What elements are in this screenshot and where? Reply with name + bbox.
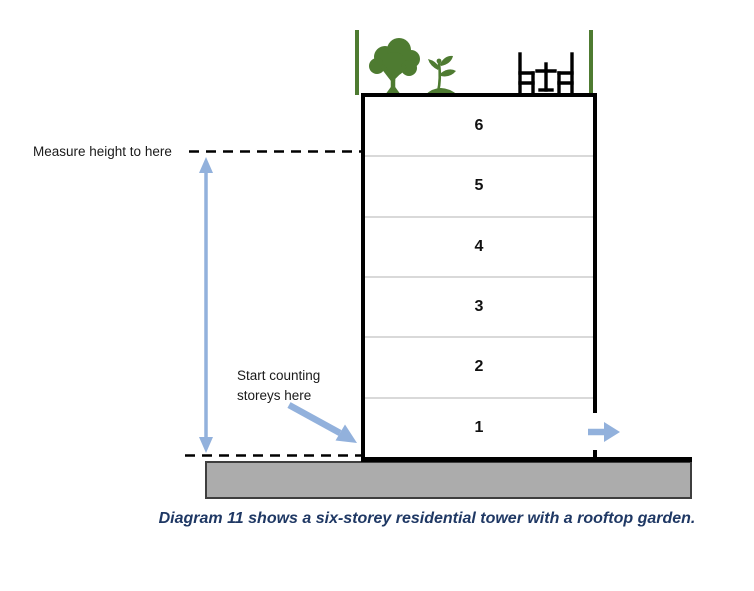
storey-3: 3 bbox=[365, 278, 593, 339]
storey-4: 4 bbox=[365, 218, 593, 278]
measure-height-dashed-line bbox=[189, 150, 365, 153]
ground-level-dashed-line bbox=[185, 454, 365, 457]
storey-5: 5 bbox=[365, 157, 593, 218]
storey-number: 1 bbox=[474, 418, 484, 436]
storey-2: 2 bbox=[365, 338, 593, 399]
measure-height-label: Measure height to here bbox=[33, 144, 172, 159]
ground-slab bbox=[205, 461, 692, 499]
storey-1: 1 bbox=[365, 399, 593, 457]
sprout-icon bbox=[425, 55, 458, 95]
storey-number: 3 bbox=[474, 298, 484, 316]
storey-number: 5 bbox=[474, 177, 484, 195]
building-wall-left bbox=[361, 93, 365, 462]
table-and-chairs-icon bbox=[518, 52, 574, 95]
storey-6: 6 bbox=[365, 97, 593, 158]
building-wall-right bbox=[593, 93, 597, 413]
entrance-arrow-icon bbox=[588, 422, 620, 442]
storey-number: 2 bbox=[474, 358, 484, 376]
tree-icon bbox=[369, 38, 420, 95]
building-wall-right-below-entrance bbox=[593, 450, 597, 462]
building-roof-line bbox=[361, 93, 597, 97]
parapet-right bbox=[589, 30, 593, 95]
diagram-caption: Diagram 11 shows a six-storey residentia… bbox=[158, 510, 696, 527]
parapet-left bbox=[355, 30, 359, 95]
start-counting-arrow-icon bbox=[287, 402, 357, 443]
building-base-line bbox=[361, 457, 692, 462]
storey-stack: 6 5 4 3 2 1 bbox=[365, 97, 593, 457]
height-extent-arrow-icon bbox=[199, 157, 213, 453]
storey-number: 6 bbox=[474, 117, 484, 135]
storey-number: 4 bbox=[474, 237, 484, 255]
start-counting-label: Start counting storeys here bbox=[237, 368, 321, 403]
